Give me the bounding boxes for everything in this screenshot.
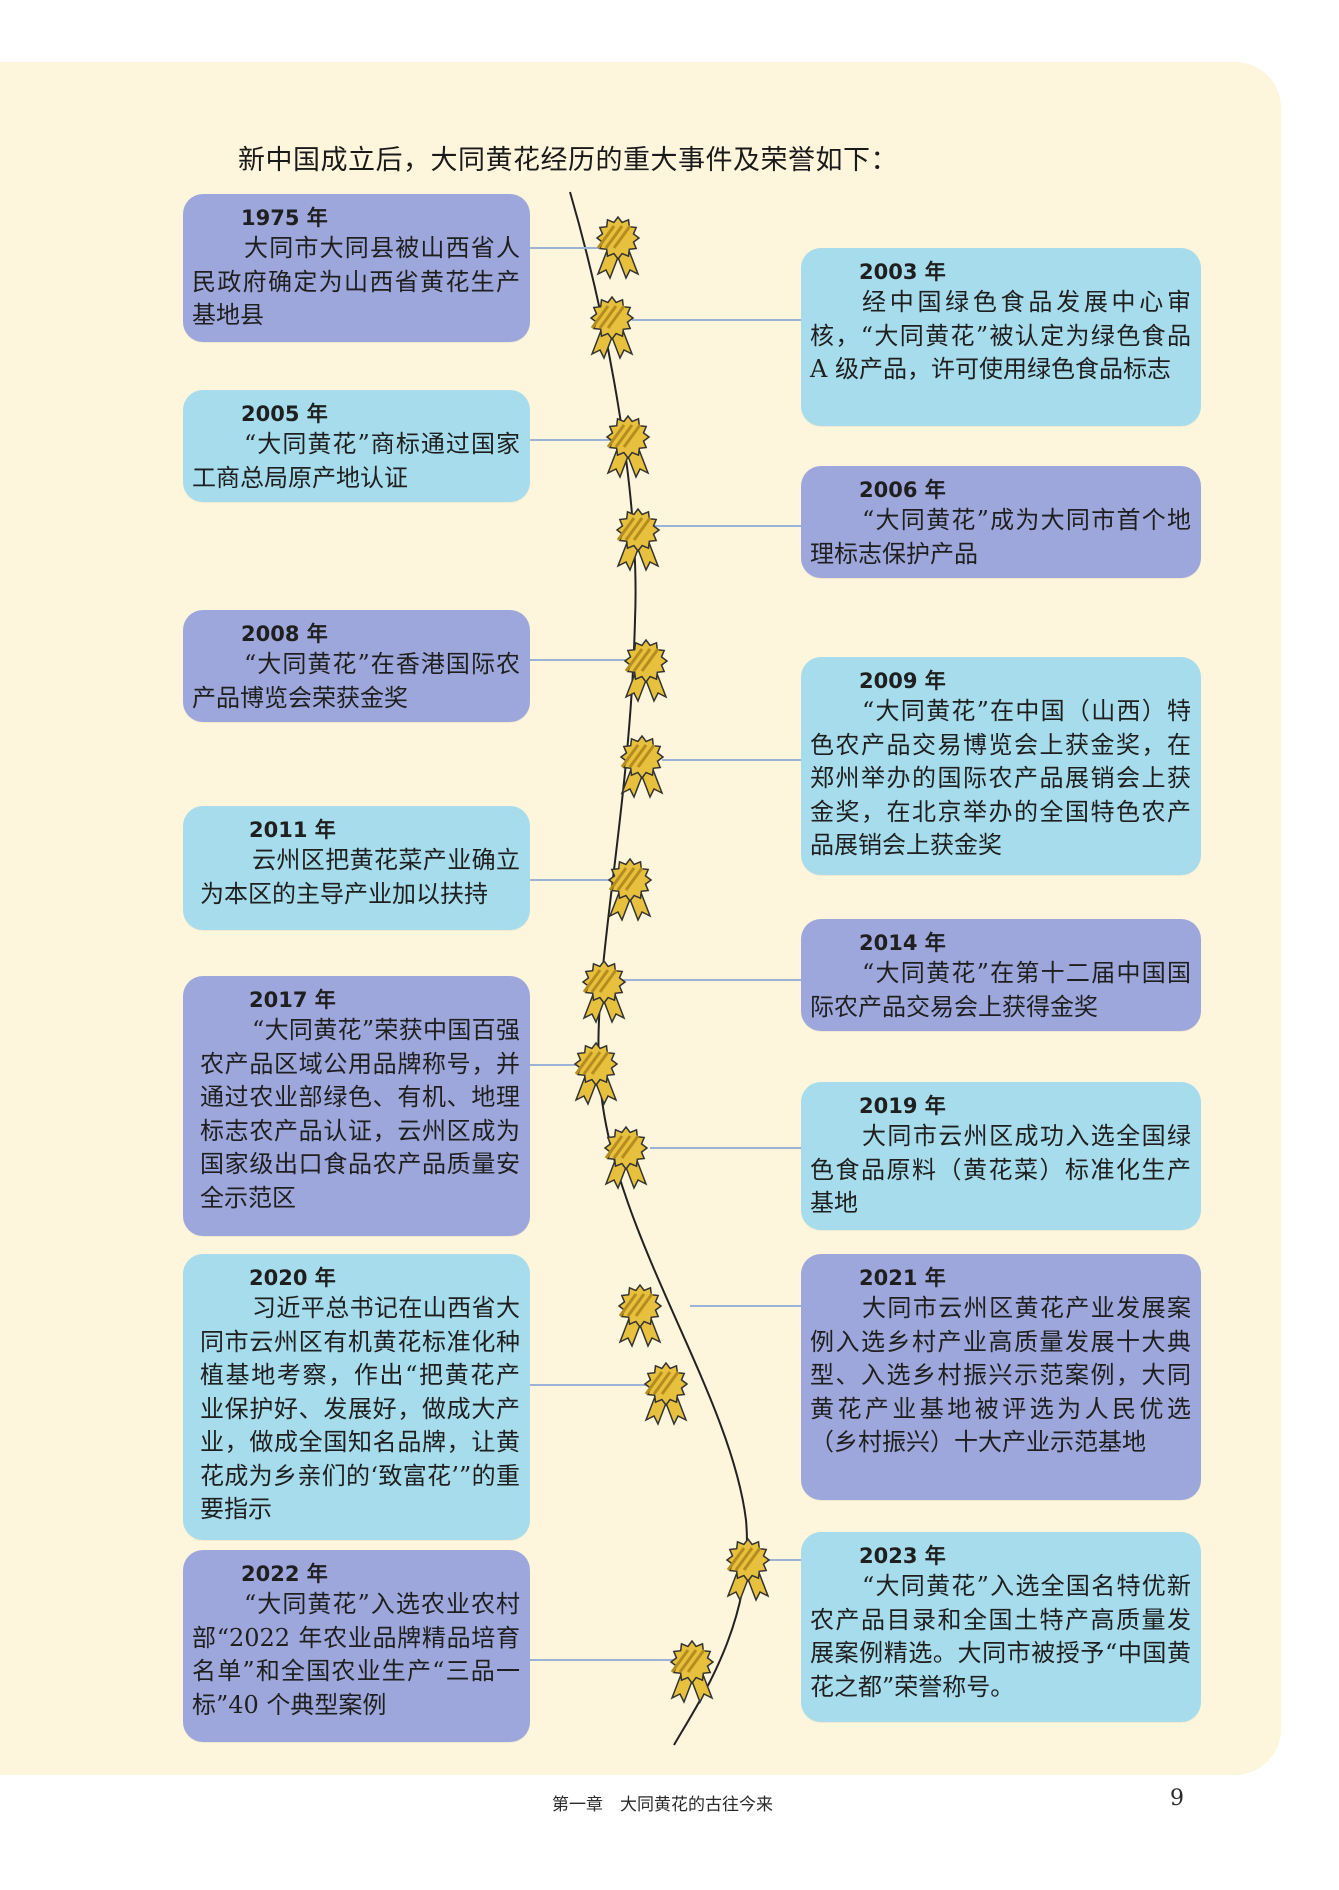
event-year: 2011 年 [249,818,336,842]
medal-icon [595,215,641,280]
event-year: 2021 年 [859,1266,946,1290]
medal-icon [581,959,627,1024]
event-text: 大同市云州区黄花产业发展案例入选乡村产业高质量发展十大典型、入选乡村振兴示范案例… [810,1294,1191,1456]
event-text: 经中国绿色食品发展中心审核，“大同黄花”被认定为绿色食品 A 级产品，许可使用绿… [810,288,1191,383]
event-year: 2006 年 [859,478,946,502]
event-year: 2014 年 [859,931,946,955]
event-card-2023: 2023 年 “大同黄花”入选全国名特优新农产品目录和全国土特产高质量发展案例精… [801,1532,1201,1722]
event-card-2011: 2011 年 云州区把黄花菜产业确立为本区的主导产业加以扶持 [183,806,530,930]
event-text: “大同黄花”荣获中国百强农产品区域公用品牌称号，并通过农业部绿色、有机、地理标志… [200,1016,520,1212]
event-card-2014: 2014 年 “大同黄花”在第十二届中国国际农产品交易会上获得金奖 [801,919,1201,1031]
event-text: “大同黄花”在中国（山西）特色农产品交易博览会上获金奖，在郑州举办的国际农产品展… [810,697,1191,859]
event-year: 2003 年 [859,260,946,284]
medal-icon [623,638,669,703]
event-card-2005: 2005 年 “大同黄花”商标通过国家工商总局原产地认证 [183,390,530,502]
event-text: 云州区把黄花菜产业确立为本区的主导产业加以扶持 [200,846,520,908]
event-card-2019: 2019 年 大同市云州区成功入选全国绿色食品原料（黄花菜）标准化生产基地 [801,1082,1201,1230]
event-card-2006: 2006 年 “大同黄花”成为大同市首个地理标志保护产品 [801,466,1201,578]
event-text: “大同黄花”成为大同市首个地理标志保护产品 [810,506,1191,568]
medal-icon [607,857,653,922]
medal-icon [589,295,635,360]
event-card-2003: 2003 年 经中国绿色食品发展中心审核，“大同黄花”被认定为绿色食品 A 级产… [801,248,1201,426]
event-year: 2009 年 [859,669,946,693]
medal-icon [617,1283,663,1348]
event-text: “大同黄花”在香港国际农产品博览会荣获金奖 [192,650,520,712]
event-card-2008: 2008 年 “大同黄花”在香港国际农产品博览会荣获金奖 [183,610,530,722]
event-year: 2005 年 [241,402,328,426]
event-card-1975: 1975 年 大同市大同县被山西省人民政府确定为山西省黄花生产基地县 [183,194,530,342]
medal-icon [573,1041,619,1106]
medal-icon [605,414,651,479]
event-card-2022: 2022 年 “大同黄花”入选农业农村部“2022 年农业品牌精品培育名单”和全… [183,1550,530,1742]
intro-text: 新中国成立后，大同黄花经历的重大事件及荣誉如下： [238,145,898,176]
medal-icon [619,734,665,799]
event-card-2009: 2009 年 “大同黄花”在中国（山西）特色农产品交易博览会上获金奖，在郑州举办… [801,657,1201,875]
event-year: 2022 年 [241,1562,328,1586]
medal-icon [643,1361,689,1426]
event-card-2020: 2020 年 习近平总书记在山西省大同市云州区有机黄花标准化种植基地考察，作出“… [183,1254,530,1540]
event-text: “大同黄花”入选农业农村部“2022 年农业品牌精品培育名单”和全国农业生产“三… [192,1590,520,1719]
page-number: 9 [1170,1786,1184,1811]
medal-icon [603,1125,649,1190]
event-text: “大同黄花”入选全国名特优新农产品目录和全国土特产高质量发展案例精选。大同市被授… [810,1572,1191,1701]
event-text: 大同市云州区成功入选全国绿色食品原料（黄花菜）标准化生产基地 [810,1122,1191,1217]
event-card-2021: 2021 年 大同市云州区黄花产业发展案例入选乡村产业高质量发展十大典型、入选乡… [801,1254,1201,1500]
event-text: “大同黄花”在第十二届中国国际农产品交易会上获得金奖 [810,959,1191,1021]
event-text: 习近平总书记在山西省大同市云州区有机黄花标准化种植基地考察，作出“把黄花产业保护… [200,1294,520,1523]
event-year: 2023 年 [859,1544,946,1568]
event-text: 大同市大同县被山西省人民政府确定为山西省黄花生产基地县 [192,234,520,329]
footer-chapter-title: 第一章 大同黄花的古往今来 [552,1795,773,1815]
medal-icon [725,1537,771,1602]
event-year: 2017 年 [249,988,336,1012]
event-card-2017: 2017 年 “大同黄花”荣获中国百强农产品区域公用品牌称号，并通过农业部绿色、… [183,976,530,1236]
event-year: 2019 年 [859,1094,946,1118]
medal-icon [615,507,661,572]
event-year: 2020 年 [249,1266,336,1290]
event-text: “大同黄花”商标通过国家工商总局原产地认证 [192,430,520,492]
event-year: 2008 年 [241,622,328,646]
event-year: 1975 年 [241,206,328,230]
medal-icon [669,1639,715,1704]
